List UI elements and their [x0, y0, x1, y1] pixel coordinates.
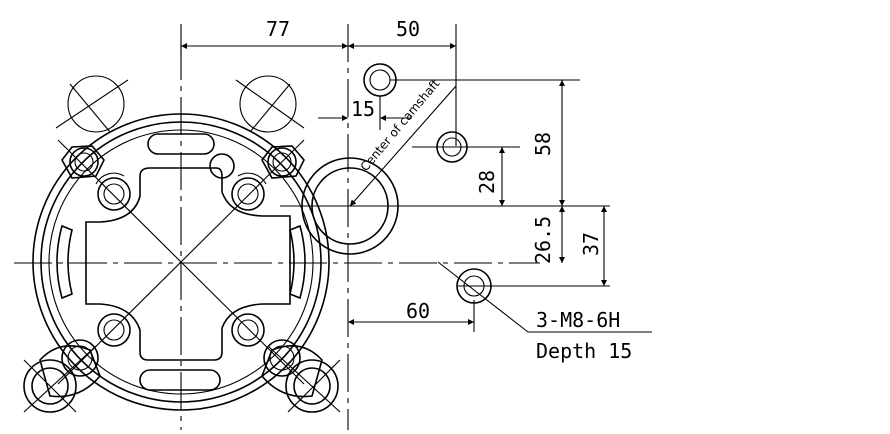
- center-of-camshaft-note: Center of camshaft: [358, 76, 443, 173]
- internal-cavity: [85, 167, 291, 361]
- lug-hole-bottom-left: [61, 339, 99, 377]
- lug-hole-bottom-left-core: [67, 345, 93, 371]
- lug-hole-bottom-right-core: [269, 345, 295, 371]
- lug-top-right: [261, 145, 305, 179]
- dimension-lines: [180, 24, 652, 333]
- bolt-hole-inner-bl: [97, 313, 131, 347]
- slot-bottom: [139, 369, 221, 391]
- thread-arc-tl: [95, 172, 125, 185]
- slot-left: [56, 224, 73, 300]
- bolt-hole-inner-tr: [231, 177, 265, 211]
- dim-28-label: 28: [475, 170, 499, 194]
- dim-58-label: 58: [531, 132, 555, 156]
- mount-hole-bottom-left: [23, 359, 77, 413]
- lug-bottom-left: [39, 344, 101, 398]
- small-hole-top: [209, 153, 235, 179]
- lug-top-left: [61, 145, 105, 179]
- lug-hole-top-right: [267, 147, 297, 177]
- lug-bottom-right: [261, 344, 323, 398]
- bolt-hole-inner-br: [231, 313, 265, 347]
- bolt-hole-inner-bl-core: [103, 319, 125, 341]
- hole-top-core: [369, 69, 391, 91]
- bolt-hole-inner-br-core: [237, 319, 259, 341]
- dim-15-label: 15: [351, 97, 375, 121]
- mount-hole-bottom-left-inner: [31, 367, 69, 405]
- lug-hole-top-left: [69, 147, 99, 177]
- dim-77-label: 77: [266, 17, 290, 41]
- dim-37-label: 37: [579, 232, 603, 256]
- lug-hole-bottom-right: [263, 339, 301, 377]
- dim-26-5-label: 26.5: [531, 216, 555, 264]
- camshaft-detail: [280, 63, 610, 304]
- lug-hole-top-right-core: [272, 152, 292, 172]
- thread-spec-label: 3-M8-6H: [536, 308, 620, 332]
- mount-hole-top-left: [67, 75, 125, 133]
- slot-right: [289, 224, 306, 300]
- thread-arc-tr: [237, 172, 267, 185]
- center-lines: [14, 24, 540, 430]
- lug-hole-top-left-core: [74, 152, 94, 172]
- mount-hole-top-right: [239, 75, 297, 133]
- mount-hole-bottom-right: [285, 359, 339, 413]
- bolt-hole-inner-tl-core: [103, 183, 125, 205]
- bolt-hole-inner-tl: [97, 177, 131, 211]
- dim-50-label: 50: [396, 17, 420, 41]
- mount-hole-bottom-right-inner: [293, 367, 331, 405]
- depth-spec-label: Depth 15: [536, 339, 632, 363]
- dim-60-label: 60: [406, 299, 430, 323]
- bolt-hole-inner-tr-core: [237, 183, 259, 205]
